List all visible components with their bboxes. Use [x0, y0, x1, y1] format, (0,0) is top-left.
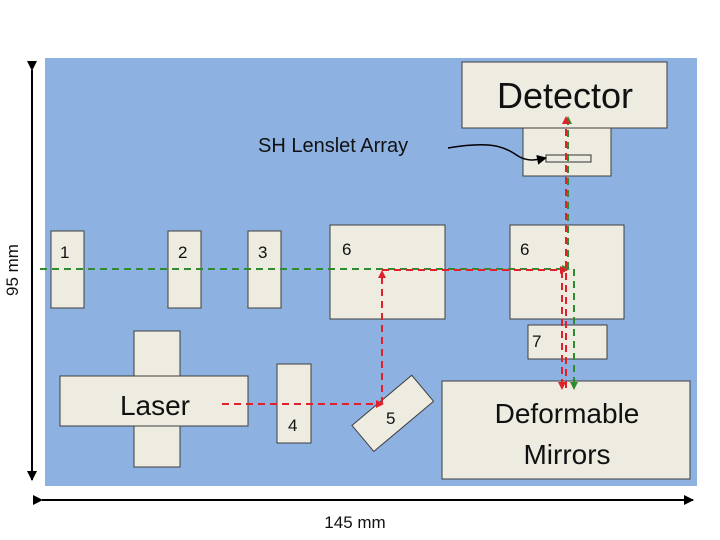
- component-7-label: 7: [532, 332, 541, 351]
- laser-label: Laser: [120, 390, 190, 421]
- deformable-mirrors-box: [441, 380, 691, 480]
- component-7: [527, 324, 608, 360]
- component-1-label: 1: [60, 243, 69, 262]
- laser-center-patch: [135, 377, 179, 425]
- component-6-left-label: 6: [342, 240, 351, 259]
- red-beam: [222, 116, 570, 408]
- deformable-mirrors-label-line2: Mirrors: [523, 439, 610, 470]
- component-2-label: 2: [178, 243, 187, 262]
- component-6-left: [329, 224, 446, 320]
- component-5-label: 5: [386, 409, 395, 428]
- height-dimension-label: 95 mm: [3, 244, 22, 296]
- deformable-mirrors-label-line1: Deformable: [495, 398, 640, 429]
- lenslet-label: SH Lenslet Array: [258, 135, 408, 157]
- detector-label: Detector: [497, 75, 633, 116]
- component-6-right-label: 6: [520, 240, 529, 259]
- width-dimension-label: 145 mm: [324, 513, 385, 532]
- lenslet-pointer-arrow: [447, 143, 547, 165]
- component-4-label: 4: [288, 416, 297, 435]
- green-beam: [40, 116, 578, 390]
- component-3-label: 3: [258, 243, 267, 262]
